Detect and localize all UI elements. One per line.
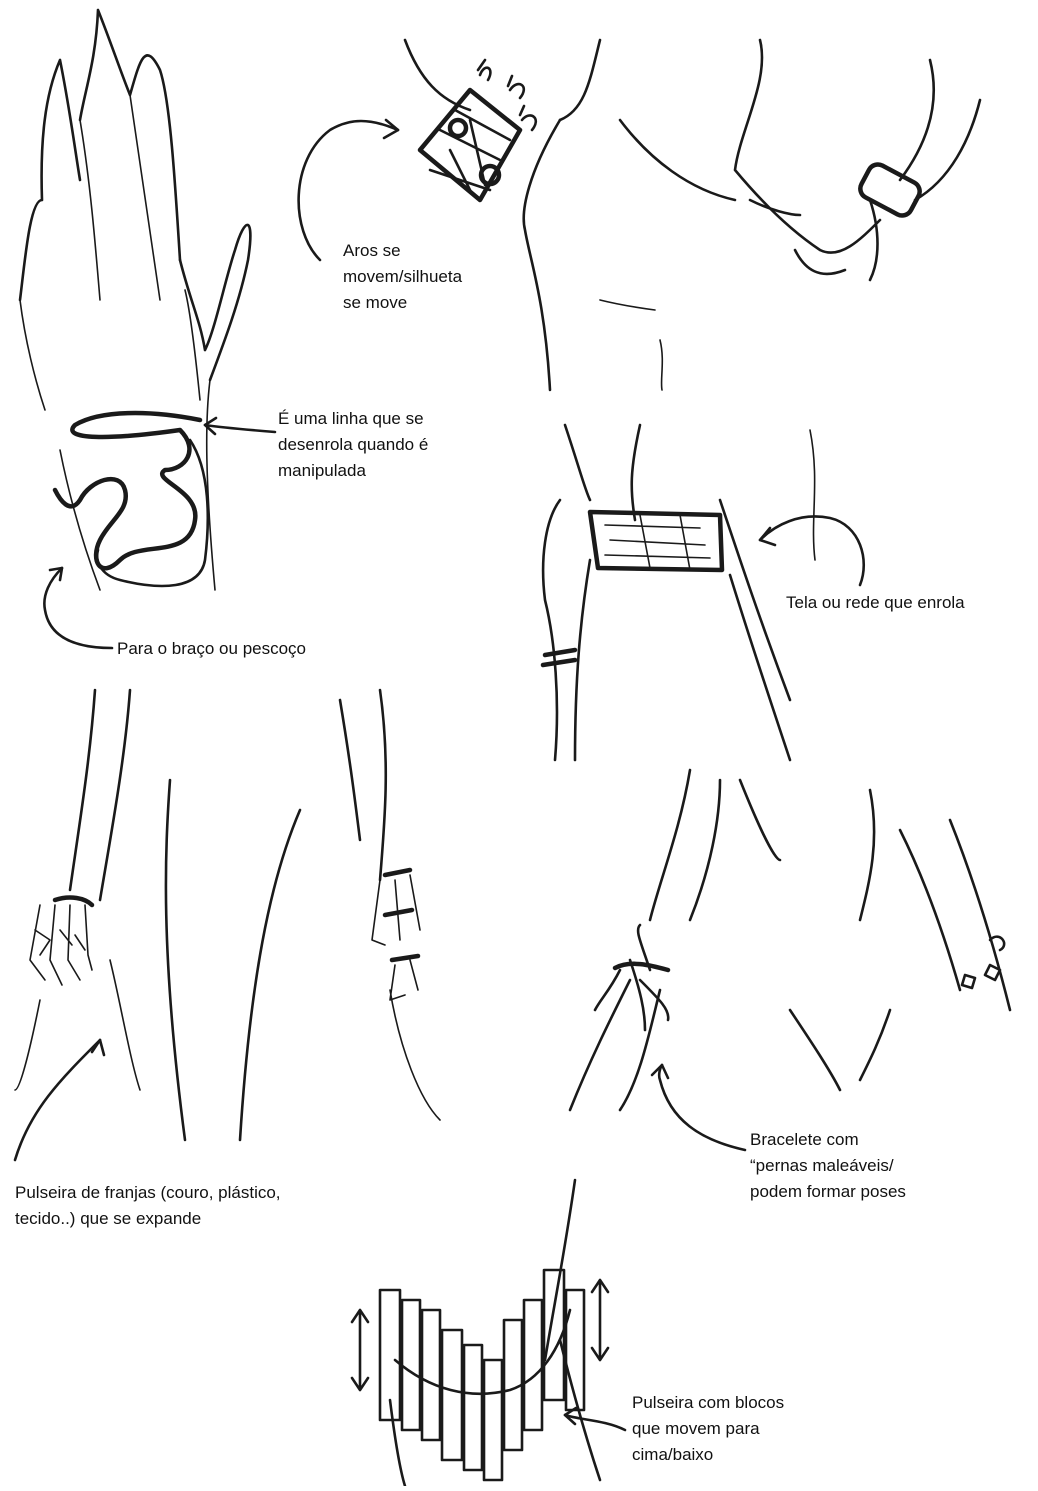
hand-sketch — [20, 10, 275, 648]
blocks-sketch — [352, 1180, 625, 1486]
caption-neck: Para o braço ou pescoço — [117, 636, 306, 662]
block-strips — [380, 1270, 584, 1480]
caption-blocks: Pulseira com blocos que movem para cima/… — [632, 1390, 784, 1468]
rings-sketch — [299, 40, 980, 390]
caption-rings: Aros se movem/silhueta se move — [343, 238, 462, 316]
legs-sketch — [570, 770, 1010, 1150]
caption-fringe: Pulseira de franjas (couro, plástico, te… — [15, 1180, 281, 1232]
caption-line: É uma linha que se desenrola quando é ma… — [278, 406, 428, 484]
caption-mesh: Tela ou rede que enrola — [786, 590, 965, 616]
fringe-sketch — [15, 690, 440, 1160]
caption-legs: Bracelete com “pernas maleáveis/ podem f… — [750, 1127, 906, 1205]
